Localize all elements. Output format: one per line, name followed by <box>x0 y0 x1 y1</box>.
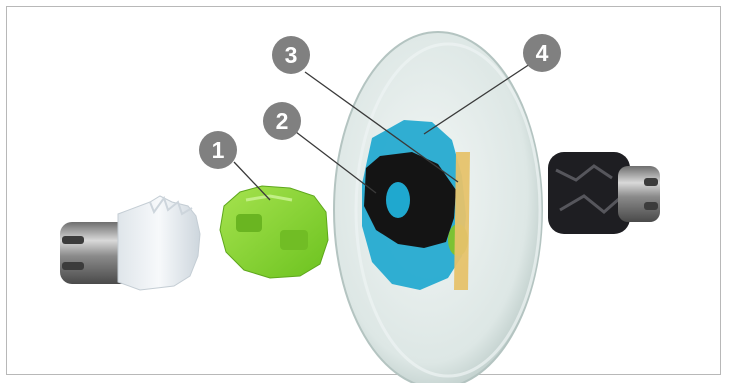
callout-1-number: 1 <box>212 137 225 163</box>
callout-3: 3 <box>272 36 310 74</box>
amber-strip <box>454 152 470 290</box>
green-component <box>220 186 328 278</box>
white-cap <box>118 196 200 290</box>
callout-3-number: 3 <box>285 42 298 68</box>
callout-2-number: 2 <box>276 108 289 134</box>
right-dark-connector <box>548 152 660 234</box>
callout-4: 4 <box>523 34 561 72</box>
callout-1: 1 <box>199 131 237 169</box>
callout-4-number: 4 <box>536 40 549 66</box>
callout-2: 2 <box>263 102 301 140</box>
